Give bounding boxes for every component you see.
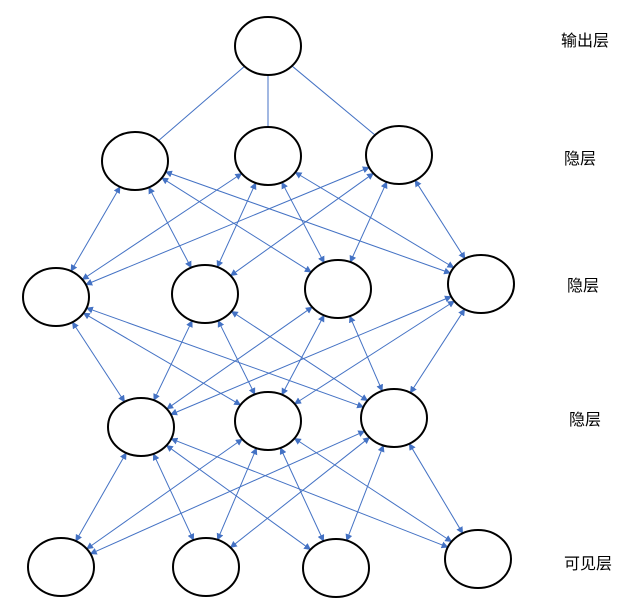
edge-hidden2-0-to-hidden1-1: [82, 312, 242, 406]
node-hidden1-0: [107, 397, 175, 457]
node-hidden2-0: [22, 267, 90, 327]
edge-hidden2-1-to-hidden1-0: [153, 320, 193, 401]
edges: [70, 65, 466, 555]
edge-hidden3-1-to-hidden2-0: [81, 173, 243, 280]
layer-label-visible: 可见层: [564, 554, 613, 573]
edge-hidden3-0-to-hidden2-0: [70, 186, 121, 272]
edge-hidden3-2-to-hidden2-2: [349, 181, 388, 263]
edge-hidden1-0-to-visible-2: [165, 445, 312, 550]
edge-hidden2-2-to-hidden1-0: [166, 306, 313, 410]
node-output-0: [234, 16, 302, 76]
node-hidden1-2: [360, 388, 428, 448]
edge-output-0-to-hidden3-0: [158, 65, 245, 142]
edge-hidden1-1-to-visible-2: [279, 447, 325, 542]
edge-hidden1-2-to-visible-2: [345, 444, 385, 542]
edge-hidden2-3-to-hidden1-2: [409, 308, 466, 394]
edge-output-0-to-hidden3-2: [291, 65, 376, 136]
edge-hidden2-2-to-hidden1-1: [281, 314, 325, 396]
node-hidden2-1: [171, 264, 239, 324]
edge-hidden3-2-to-hidden2-1: [230, 172, 374, 277]
node-hidden3-1: [234, 126, 302, 186]
edge-hidden1-2-to-visible-1: [229, 436, 371, 549]
edge-hidden1-1-to-visible-3: [293, 437, 453, 543]
edge-hidden3-1-to-hidden2-1: [216, 182, 257, 268]
node-hidden3-0: [101, 131, 169, 191]
node-visible-2: [302, 538, 370, 598]
node-visible-3: [444, 529, 512, 589]
node-hidden2-3: [447, 254, 515, 314]
edge-hidden1-0-to-visible-0: [75, 452, 127, 542]
layer-label-hidden3: 隐层: [564, 149, 597, 168]
edge-hidden2-1-to-hidden1-2: [230, 310, 369, 402]
edge-hidden2-0-to-hidden1-0: [72, 321, 125, 403]
node-hidden2-2: [304, 259, 372, 319]
node-visible-0: [27, 537, 95, 597]
nodes: [22, 16, 515, 598]
node-hidden3-2: [365, 125, 433, 185]
layer-label-output: 输出层: [561, 31, 610, 50]
layer-label-hidden1: 隐层: [569, 410, 602, 429]
edge-hidden1-0-to-visible-3: [170, 437, 449, 549]
edge-hidden3-2-to-hidden2-3: [414, 179, 466, 260]
edge-hidden3-0-to-hidden2-3: [164, 170, 452, 275]
edge-hidden1-1-to-visible-0: [86, 438, 243, 550]
layer-label-hidden2: 隐层: [567, 276, 600, 295]
edge-hidden1-2-to-visible-3: [408, 443, 464, 534]
node-hidden1-1: [234, 391, 302, 451]
node-visible-1: [172, 537, 240, 597]
